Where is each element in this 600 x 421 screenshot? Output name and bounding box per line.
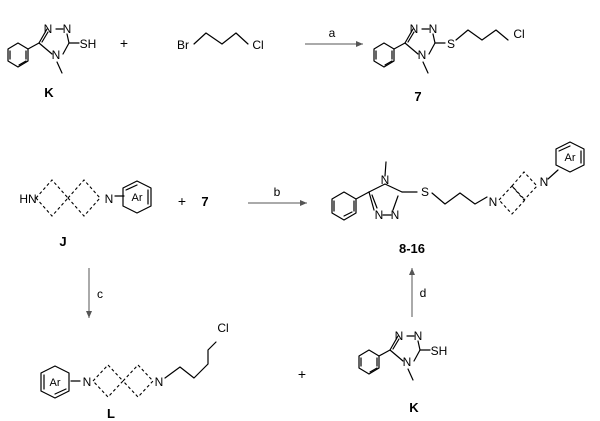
atom-br: Br (177, 38, 189, 52)
atom-s: S (447, 37, 455, 51)
atom-n: N (410, 22, 419, 36)
compound-label-L: L (107, 406, 115, 421)
compound-7: N N N S Cl (373, 22, 525, 74)
atom-n: N (391, 208, 400, 222)
atom-n: N (418, 48, 427, 62)
compound-label-8-16: 8-16 (399, 241, 425, 256)
plus-sign: + (120, 35, 128, 51)
atom-n: N (52, 48, 61, 62)
atom-n: N (63, 22, 72, 36)
atom-n: N (540, 175, 549, 189)
aryl-ring-label: Ar (565, 152, 576, 164)
compound-K-top: N N N SH (7, 22, 97, 74)
reaction-arrow-a: a (305, 26, 363, 47)
reaction-arrow-c: c (86, 268, 103, 318)
atom-n: N (395, 329, 404, 343)
aryl-ring-label: Ar (50, 377, 61, 389)
atom-hn: HN (19, 192, 36, 206)
reaction-arrow-b: b (248, 185, 307, 206)
compound-label-7: 7 (414, 89, 421, 104)
atom-n: N (429, 22, 438, 36)
compound-label-J: J (59, 234, 66, 249)
atom-n: N (155, 375, 164, 389)
atom-n: N (489, 195, 498, 209)
atom-n: N (44, 22, 53, 36)
compound-label-K: K (409, 400, 419, 415)
reagent-label-d: d (420, 286, 427, 300)
compound-L: Ar N N Cl (40, 321, 229, 399)
atom-n: N (381, 173, 390, 187)
aryl-ring-label: Ar (132, 192, 143, 204)
atom-n: N (375, 208, 384, 222)
compound-8-16: N N N S N N Ar (331, 141, 585, 222)
atom-cl: Cl (217, 321, 228, 335)
reagent-label-c: c (97, 287, 103, 301)
atom-cl: Cl (513, 27, 524, 41)
atom-s: S (421, 185, 429, 199)
compound-K-bottom: N N N SH (358, 329, 448, 381)
atom-n: N (403, 355, 412, 369)
compound-bromochloropropane: Br Cl (177, 32, 264, 52)
atom-cl: Cl (252, 38, 263, 52)
plus-sign: + (178, 193, 186, 209)
atom-n: N (105, 192, 114, 206)
atom-n: N (414, 329, 423, 343)
reagent-label-a: a (329, 26, 336, 40)
reaction-arrow-d: d (409, 268, 427, 317)
atom-sh: SH (80, 37, 97, 51)
reagent-label-b: b (274, 185, 281, 199)
compound-J: HN N Ar (19, 179, 152, 217)
atom-sh: SH (431, 344, 448, 358)
compound-ref-7: 7 (201, 194, 208, 209)
atom-n: N (83, 375, 92, 389)
compound-label-K: K (44, 85, 54, 100)
plus-sign: + (298, 366, 306, 382)
